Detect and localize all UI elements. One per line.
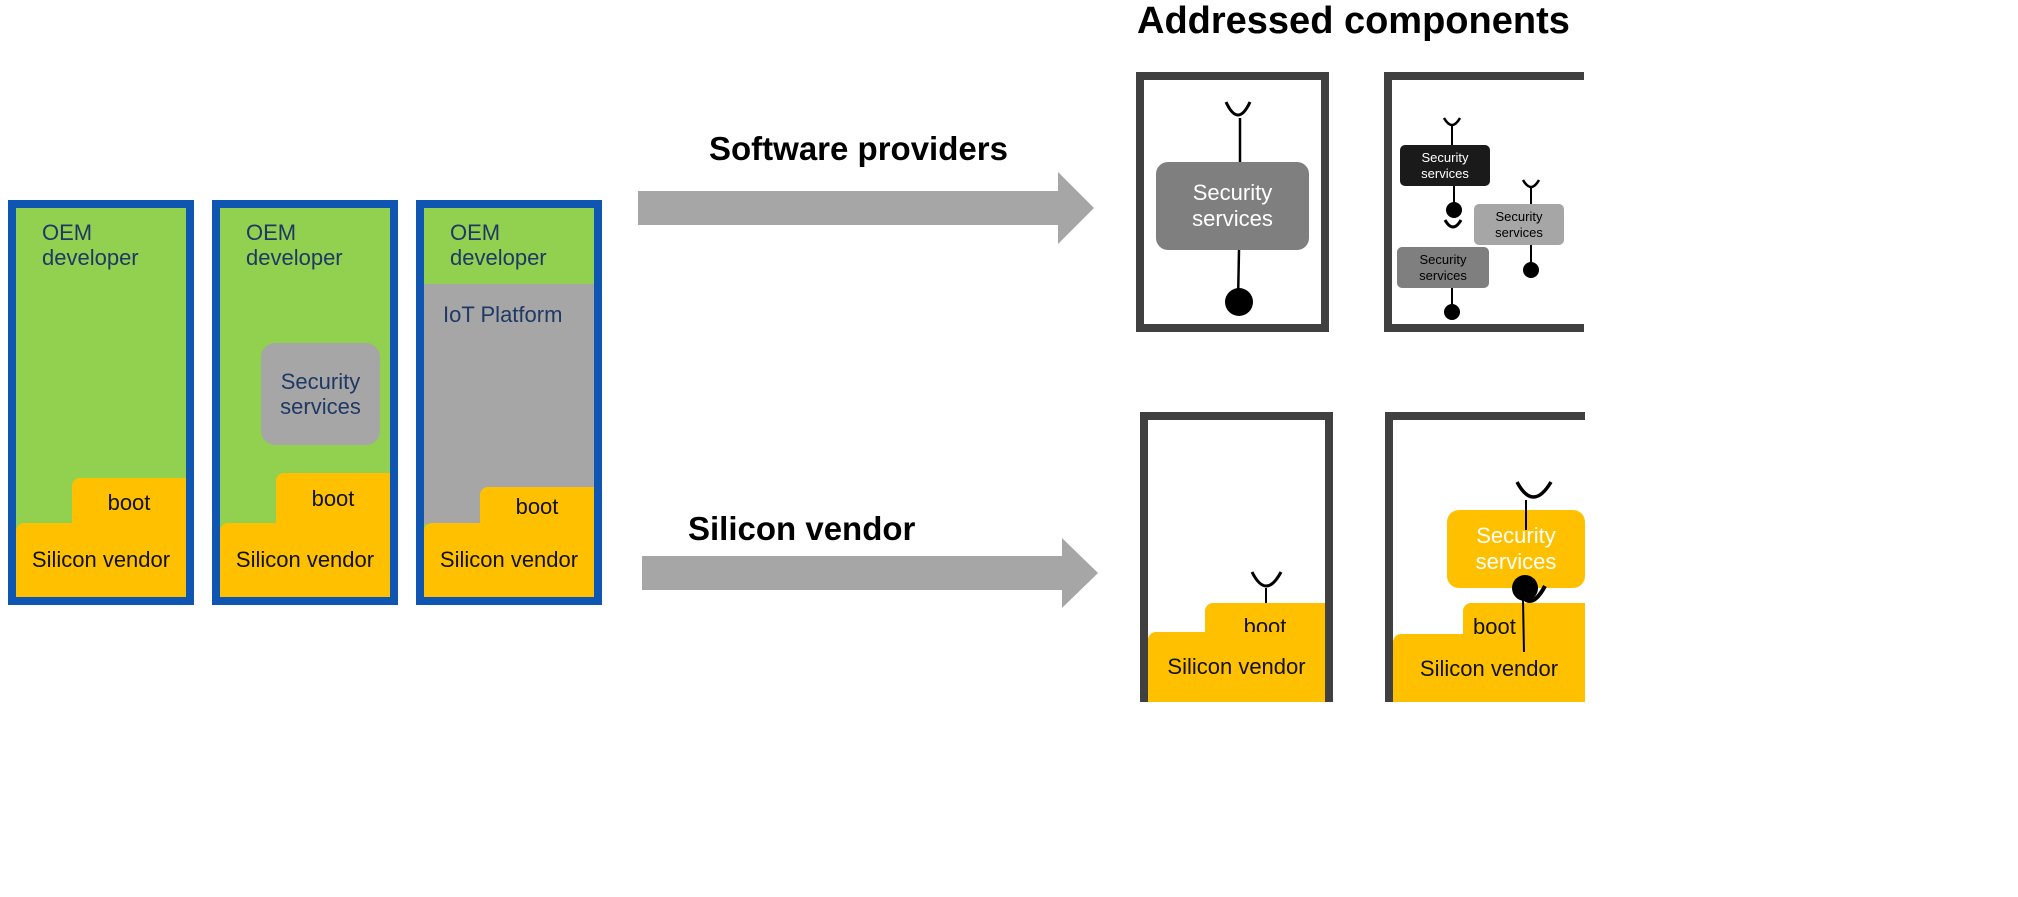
addressed-components-title: Addressed components — [1137, 0, 1570, 42]
software-arrow-icon — [638, 172, 1094, 244]
boot-block: boot — [276, 473, 390, 525]
silicon-component-frame: boot Silicon vendor — [1140, 412, 1333, 702]
iot-platform-layer — [424, 284, 594, 524]
silicon-vendor-block: Silicon vendor — [424, 523, 594, 597]
silicon-vendor-block: Silicon vendor — [1393, 634, 1585, 702]
iot-platform-label: IoT Platform — [443, 302, 563, 327]
silicon-vendor-arrow-label: Silicon vendor — [688, 510, 916, 547]
silicon-vendor-block: Silicon vendor — [1148, 632, 1325, 702]
silicon-vendor-block: Silicon vendor — [16, 523, 186, 597]
silicon-vendor-block: Silicon vendor — [220, 523, 390, 597]
connector-icon — [1442, 117, 1541, 320]
connector-icon — [1512, 481, 1553, 653]
connector-icon — [1224, 101, 1253, 316]
silicon-arrow-icon — [642, 538, 1098, 608]
boot-block: boot — [480, 487, 594, 527]
software-providers-label: Software providers — [709, 130, 1008, 167]
boot-block: boot — [72, 478, 186, 528]
